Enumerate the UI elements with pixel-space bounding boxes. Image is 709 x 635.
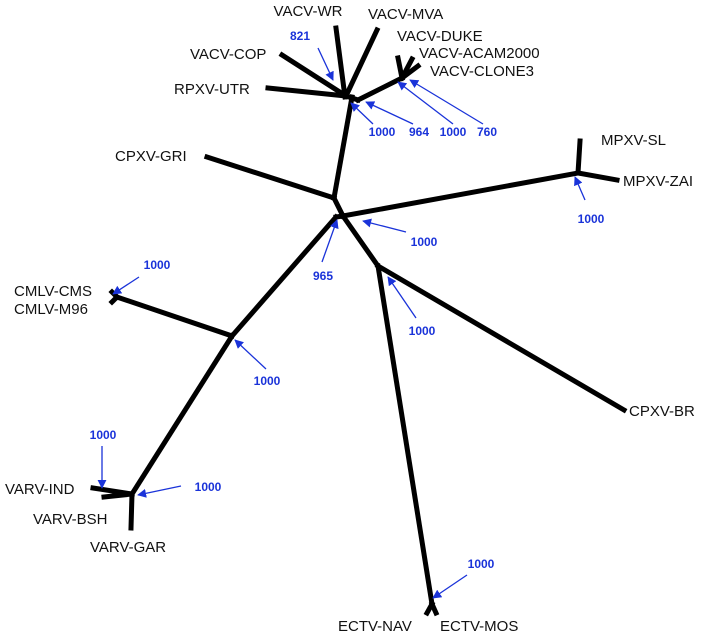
support-value: 821	[290, 29, 310, 43]
branch-cmlv-stem	[113, 293, 236, 340]
taxon-label: VACV-COP	[190, 46, 266, 63]
branch-rpxv-utr	[265, 85, 349, 99]
support-arrows	[97, 47, 586, 599]
branch-core-upper	[330, 194, 347, 220]
branch-ectv-mos	[428, 600, 440, 617]
taxon-label: RPXV-UTR	[174, 81, 250, 98]
branch-cpxv-gri	[203, 153, 338, 202]
support-value: 760	[477, 125, 497, 139]
taxon-label: VARV-GAR	[90, 539, 166, 556]
branch-vacv-clone3	[398, 62, 422, 82]
support-arrow	[387, 276, 417, 319]
taxon-label: VACV-DUKE	[397, 28, 483, 45]
support-value: 1000	[195, 480, 222, 494]
support-arrow	[321, 219, 339, 263]
tree-branches	[90, 25, 628, 617]
support-arrow	[397, 81, 454, 125]
taxon-label: CPXV-GRI	[115, 148, 187, 165]
taxon-label: CMLV-M96	[14, 301, 88, 318]
taxon-label: VACV-MVA	[368, 6, 443, 23]
support-value: 1000	[90, 428, 117, 442]
branch-core-right	[339, 212, 382, 270]
support-arrow	[137, 485, 182, 498]
support-arrow	[362, 218, 407, 233]
support-arrow	[432, 574, 468, 599]
taxon-label: VARV-BSH	[33, 511, 107, 528]
support-values: 821 1000 964 1000 760 1000 965 1000 1000…	[90, 29, 605, 571]
branch-mpxv-zai	[575, 170, 620, 183]
support-arrow	[574, 176, 586, 201]
branch-mpxv-stem	[340, 170, 581, 219]
support-value: 964	[409, 125, 429, 139]
branch-vacv-mva	[342, 26, 381, 100]
taxon-label: MPXV-SL	[601, 132, 666, 149]
branch-vacv-wr	[333, 25, 348, 100]
branch-varv-stem	[128, 332, 236, 498]
support-arrow	[409, 79, 484, 125]
branch-vacv-subclade	[354, 74, 406, 104]
branch-ectv-stem	[375, 263, 435, 607]
support-arrow	[317, 47, 334, 81]
branch-cmlv-m96	[108, 293, 121, 306]
taxon-label: VACV-ACAM2000	[419, 45, 540, 62]
support-arrow	[112, 276, 140, 295]
taxon-label: CMLV-CMS	[14, 283, 92, 300]
taxon-label: CPXV-BR	[629, 403, 695, 420]
support-value: 1000	[440, 125, 467, 139]
support-value: 1000	[369, 125, 396, 139]
support-arrow	[350, 102, 374, 125]
branch-varv-bsh	[101, 491, 135, 500]
taxon-label: VARV-IND	[5, 481, 75, 498]
taxon-label: ECTV-NAV	[338, 618, 412, 635]
taxon-label: VACV-WR	[274, 3, 343, 20]
support-value: 1000	[254, 374, 281, 388]
support-value: 1000	[468, 557, 495, 571]
taxon-label: VACV-CLONE3	[430, 63, 534, 80]
support-value: 1000	[144, 258, 171, 272]
branch-cpxv-br	[374, 262, 628, 414]
taxon-label: MPXV-ZAI	[623, 173, 693, 190]
support-value: 1000	[409, 324, 436, 338]
taxon-labels: VACV-WR VACV-MVA VACV-DUKE VACV-COP VACV…	[5, 3, 695, 635]
support-arrow	[365, 101, 414, 125]
branch-varv-gar	[128, 491, 135, 531]
support-value: 1000	[411, 235, 438, 249]
taxon-label: ECTV-MOS	[440, 618, 518, 635]
branch-vacv-cop	[278, 51, 350, 100]
support-value: 965	[313, 269, 333, 283]
support-value: 1000	[578, 212, 605, 226]
branch-left-stem	[228, 213, 340, 340]
support-arrow	[234, 339, 267, 370]
branch-vacv-stem	[331, 94, 355, 201]
branch-mpxv-sl	[575, 138, 583, 176]
